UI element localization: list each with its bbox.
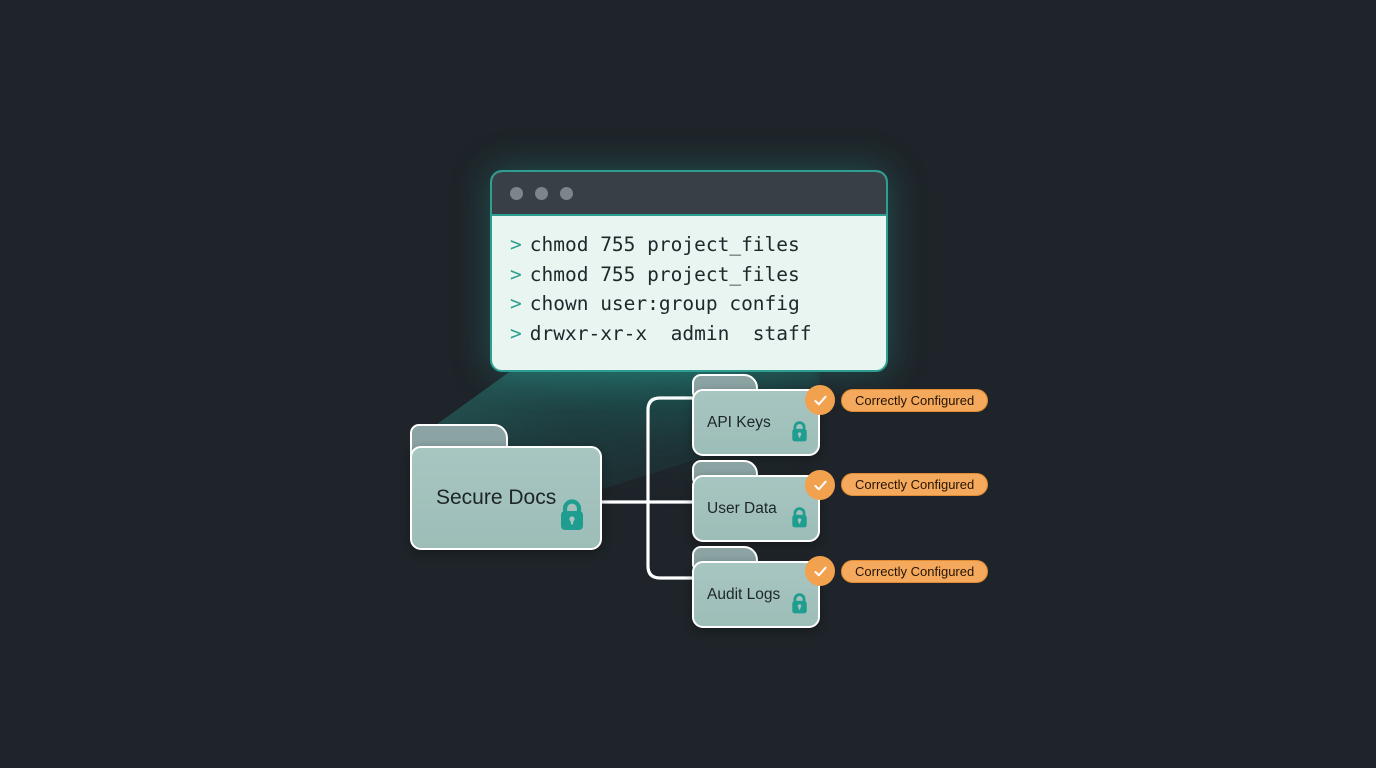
- folder-label: Secure Docs: [436, 486, 557, 509]
- terminal-line: > drwxr-xr-x admin staff: [510, 319, 886, 349]
- prompt-symbol: >: [510, 292, 522, 315]
- prompt-symbol: >: [510, 233, 522, 256]
- check-circle-icon: [805, 385, 835, 415]
- folder-api-keys[interactable]: API Keys: [692, 374, 820, 456]
- lock-icon: [789, 506, 810, 534]
- check-circle-icon: [805, 556, 835, 586]
- terminal-line: > chmod 755 project_files: [510, 260, 886, 290]
- prompt-symbol: >: [510, 262, 522, 286]
- folder-body: Audit Logs: [692, 561, 820, 628]
- window-minimize-dot[interactable]: [535, 186, 548, 200]
- check-circle-icon: [805, 470, 835, 500]
- terminal-titlebar: [492, 172, 886, 216]
- folder-audit-logs[interactable]: Audit Logs: [692, 546, 820, 628]
- terminal-line-text: chmod 755 project_files: [529, 262, 800, 286]
- terminal-line-text: chown user:group config: [529, 292, 800, 315]
- folder-label: User Data: [707, 499, 777, 517]
- folder-label: Audit Logs: [707, 585, 781, 603]
- folder-body: Secure Docs: [410, 446, 602, 550]
- terminal-line-text: chmod 755 project_files: [529, 233, 800, 256]
- lock-icon: [789, 592, 810, 620]
- lock-icon: [789, 420, 810, 448]
- terminal-line: > chmod 755 project_files: [510, 230, 886, 260]
- folder-user-data[interactable]: User Data: [692, 460, 820, 542]
- status-badge: Correctly Configured: [841, 473, 989, 496]
- status-badge: Correctly Configured: [841, 560, 989, 583]
- terminal-window[interactable]: > chmod 755 project_files > chmod 755 proj…: [490, 170, 888, 372]
- window-maximize-dot[interactable]: [560, 186, 573, 200]
- terminal-line-text: drwxr-xr-x admin staff: [529, 321, 812, 345]
- folder-body: API Keys: [692, 389, 820, 456]
- prompt-symbol: >: [510, 321, 522, 345]
- window-close-dot[interactable]: [510, 186, 523, 200]
- terminal-line: > chown user:group config: [510, 289, 886, 319]
- folder-body: User Data: [692, 475, 820, 542]
- terminal-body: > chmod 755 project_files > chmod 755 proj…: [492, 216, 886, 348]
- lock-icon: [556, 498, 588, 537]
- folder-label: API Keys: [707, 413, 771, 431]
- folder-secure-docs[interactable]: Secure Docs: [410, 424, 602, 550]
- status-badge: Correctly Configured: [841, 389, 989, 412]
